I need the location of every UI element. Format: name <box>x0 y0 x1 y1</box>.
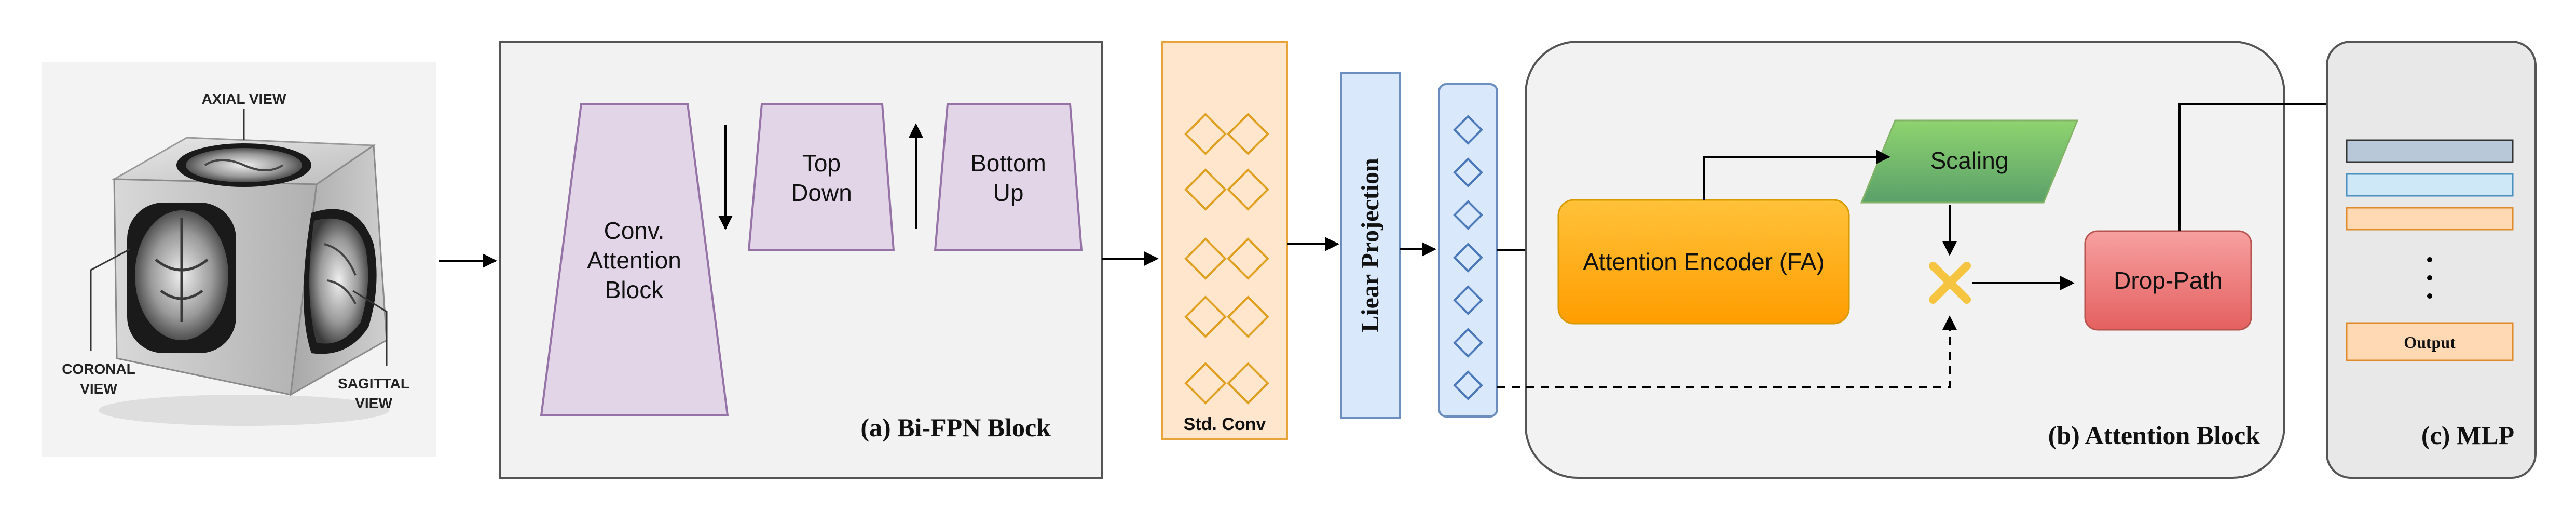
conv-attention-label-line1: Conv. <box>604 217 665 244</box>
attention-panel <box>1525 41 2285 479</box>
coronal-leader-line <box>90 248 130 351</box>
ellipsis-dot-2 <box>2427 275 2432 280</box>
bottom-up-label-line2: Up <box>993 179 1024 206</box>
conv-attention-block <box>540 103 729 416</box>
mlp-layer-2 <box>2346 173 2514 197</box>
std-conv-diamond-grid <box>1184 113 1269 405</box>
arrow-encoder-to-scaling <box>1703 150 1890 200</box>
conv-attention-label-line3: Block <box>605 276 664 303</box>
token-diamond <box>1453 328 1483 358</box>
dashed-residual-arrow <box>1497 315 1957 388</box>
sagittal-view-label-line2: VIEW <box>355 395 392 411</box>
std-conv-diamond <box>1227 362 1269 405</box>
bottom-up-block <box>934 103 1083 251</box>
std-conv-label: Std. Conv <box>1184 414 1266 434</box>
linear-projection-label: Liear Projection <box>1356 158 1384 332</box>
coronal-view-label-line1: CORONAL <box>62 361 135 377</box>
coronal-view-label-line2: VIEW <box>80 381 117 397</box>
cube-shadow <box>99 395 389 426</box>
mlp-layer-3 <box>2346 207 2514 231</box>
drop-path-block <box>2084 230 2252 331</box>
token-diamond <box>1453 115 1483 145</box>
sagittal-view-label-line1: SAGITTAL <box>338 375 409 392</box>
std-conv-diamond <box>1227 113 1269 155</box>
attention-block: Attention Encoder (FA) Scaling Drop-Path… <box>1525 41 2285 479</box>
std-conv-diamond <box>1184 237 1227 280</box>
token-diamond <box>1453 370 1483 400</box>
input-brain-cube: AXIAL VIEW CORONAL VIEW SAGITTAL VIEW <box>42 62 436 457</box>
std-conv-panel <box>1161 41 1288 440</box>
mlp-output-layer <box>2346 322 2514 361</box>
token-column-box <box>1438 83 1498 418</box>
attention-encoder-label: Attention Encoder (FA) <box>1583 248 1824 275</box>
mlp-output-label: Output <box>2404 333 2456 352</box>
ellipsis-dot-3 <box>2427 293 2432 299</box>
ellipsis-dot-1 <box>2427 257 2432 262</box>
conv-attention-label-line2: Attention <box>587 247 681 274</box>
drop-path-label: Drop-Path <box>2114 267 2223 294</box>
token-diamond <box>1453 157 1483 187</box>
bifpn-caption: (a) Bi-FPN Block <box>860 413 1051 442</box>
std-conv-diamond <box>1227 295 1269 338</box>
std-conv-diamond <box>1227 237 1269 280</box>
std-conv-block: Std. Conv <box>1161 41 1288 440</box>
top-down-block <box>747 103 895 251</box>
token-diamond-list <box>1453 115 1483 400</box>
token-diamond <box>1453 243 1483 273</box>
mlp-block: Output (c) MLP <box>2326 41 2537 479</box>
attention-caption: (b) Attention Block <box>2048 421 2260 450</box>
bifpn-block: Conv. Attention Block Top Down Bottom Up… <box>499 41 1103 479</box>
top-down-label-line1: Top <box>802 150 841 177</box>
scaling-block <box>1860 119 2079 204</box>
sagittal-brain-slice <box>309 218 368 344</box>
mlp-caption: (c) MLP <box>2421 421 2514 450</box>
multiply-icon <box>1929 262 1971 304</box>
std-conv-diamond <box>1184 168 1227 211</box>
linear-projection-block: Liear Projection <box>1340 72 1401 419</box>
axial-view-label: AXIAL VIEW <box>202 91 286 107</box>
std-conv-diamond <box>1227 168 1269 211</box>
scaling-label: Scaling <box>1930 147 2009 174</box>
token-column <box>1438 83 1498 418</box>
token-diamond <box>1453 200 1483 230</box>
std-conv-diamond <box>1184 362 1227 405</box>
std-conv-diamond <box>1184 113 1227 155</box>
mlp-layer-1 <box>2346 139 2514 163</box>
sagittal-leader-line <box>352 290 388 366</box>
bottom-up-label-line1: Bottom <box>970 150 1046 177</box>
token-diamond <box>1453 285 1483 315</box>
linear-projection-box <box>1340 72 1401 419</box>
std-conv-diamond <box>1184 295 1227 338</box>
top-down-label-line2: Down <box>791 179 852 206</box>
